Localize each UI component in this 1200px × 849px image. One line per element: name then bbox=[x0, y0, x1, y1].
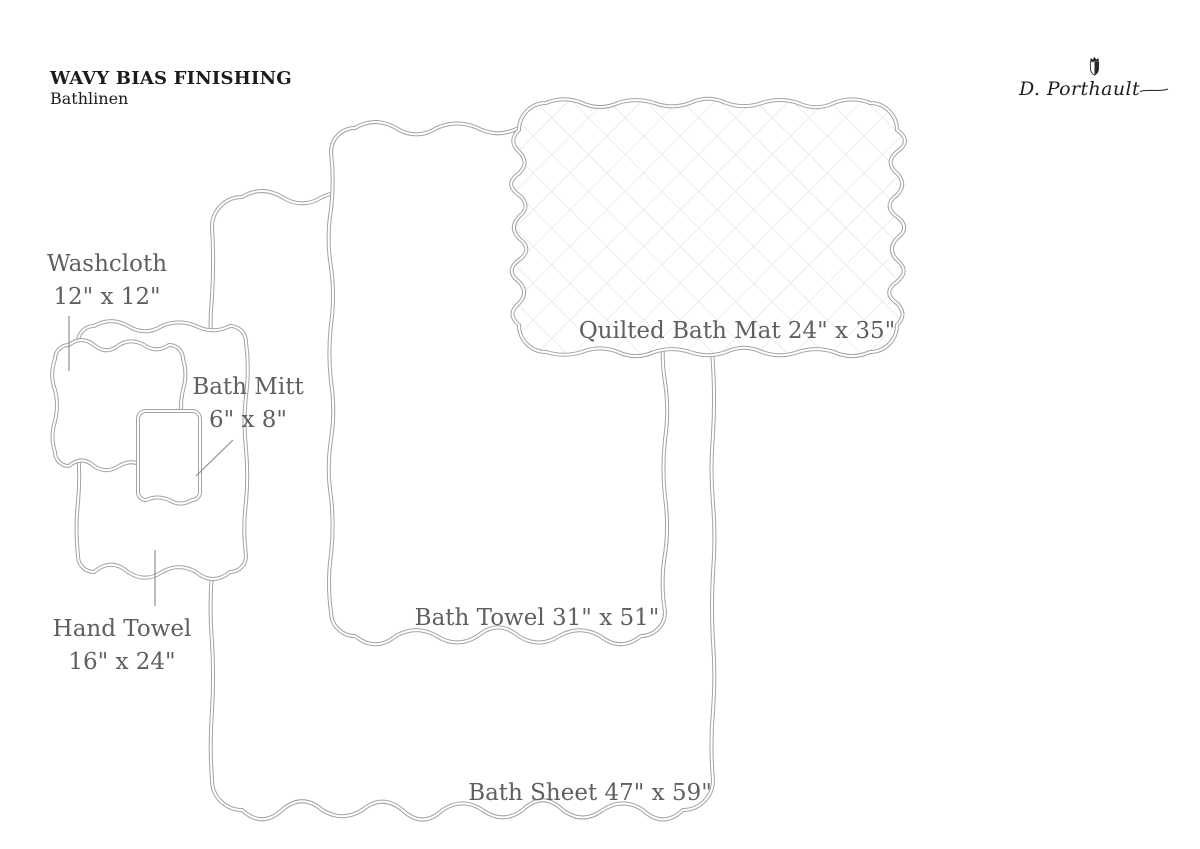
item-name: Bath Mitt bbox=[192, 374, 304, 400]
crowned-shield-crest-icon bbox=[1089, 56, 1099, 76]
brand-logo: D. Porthault bbox=[1019, 54, 1169, 100]
item-name: Hand Towel bbox=[52, 616, 192, 642]
bath-mitt-shape bbox=[137, 410, 201, 505]
item-size: 12" x 12" bbox=[53, 284, 161, 310]
item-name: Bath Sheet bbox=[468, 780, 598, 806]
bath-mitt-leader-line bbox=[195, 439, 234, 477]
washcloth-label: Washcloth 12" x 12" bbox=[47, 248, 167, 314]
item-size: 24" x 35" bbox=[787, 318, 896, 344]
brand-name: D. Porthault bbox=[1018, 78, 1141, 100]
page-subtitle: Bathlinen bbox=[50, 89, 129, 108]
quilted-bath-mat-shape bbox=[511, 98, 905, 357]
hand-towel-label: Hand Towel 16" x 24" bbox=[53, 613, 192, 679]
item-size: 16" x 24" bbox=[68, 649, 176, 675]
item-size: 6" x 8" bbox=[208, 407, 288, 433]
item-name: Quilted Bath Mat bbox=[578, 318, 781, 344]
page-header: WAVY BIAS FINISHING Bathlinen bbox=[50, 68, 292, 108]
hand-towel-shape bbox=[75, 320, 249, 581]
item-size: 47" x 59" bbox=[604, 780, 712, 806]
bath-sheet-label: Bath Sheet 47" x 59" bbox=[468, 777, 712, 810]
signature-flourish-icon bbox=[1139, 88, 1169, 92]
bath-mitt-label: Bath Mitt 6" x 8" bbox=[192, 371, 303, 437]
quilted-bath-mat-label: Quilted Bath Mat 24" x 35" bbox=[579, 315, 895, 348]
page-title: WAVY BIAS FINISHING bbox=[50, 68, 292, 89]
bath-towel-label: Bath Towel 31" x 51" bbox=[415, 602, 660, 635]
item-name: Washcloth bbox=[46, 251, 168, 277]
item-name: Bath Towel bbox=[414, 605, 545, 631]
item-size: 31" x 51" bbox=[552, 605, 660, 631]
quilted-bath-mat-shape bbox=[510, 97, 906, 358]
bath-mitt-shape bbox=[138, 411, 200, 504]
